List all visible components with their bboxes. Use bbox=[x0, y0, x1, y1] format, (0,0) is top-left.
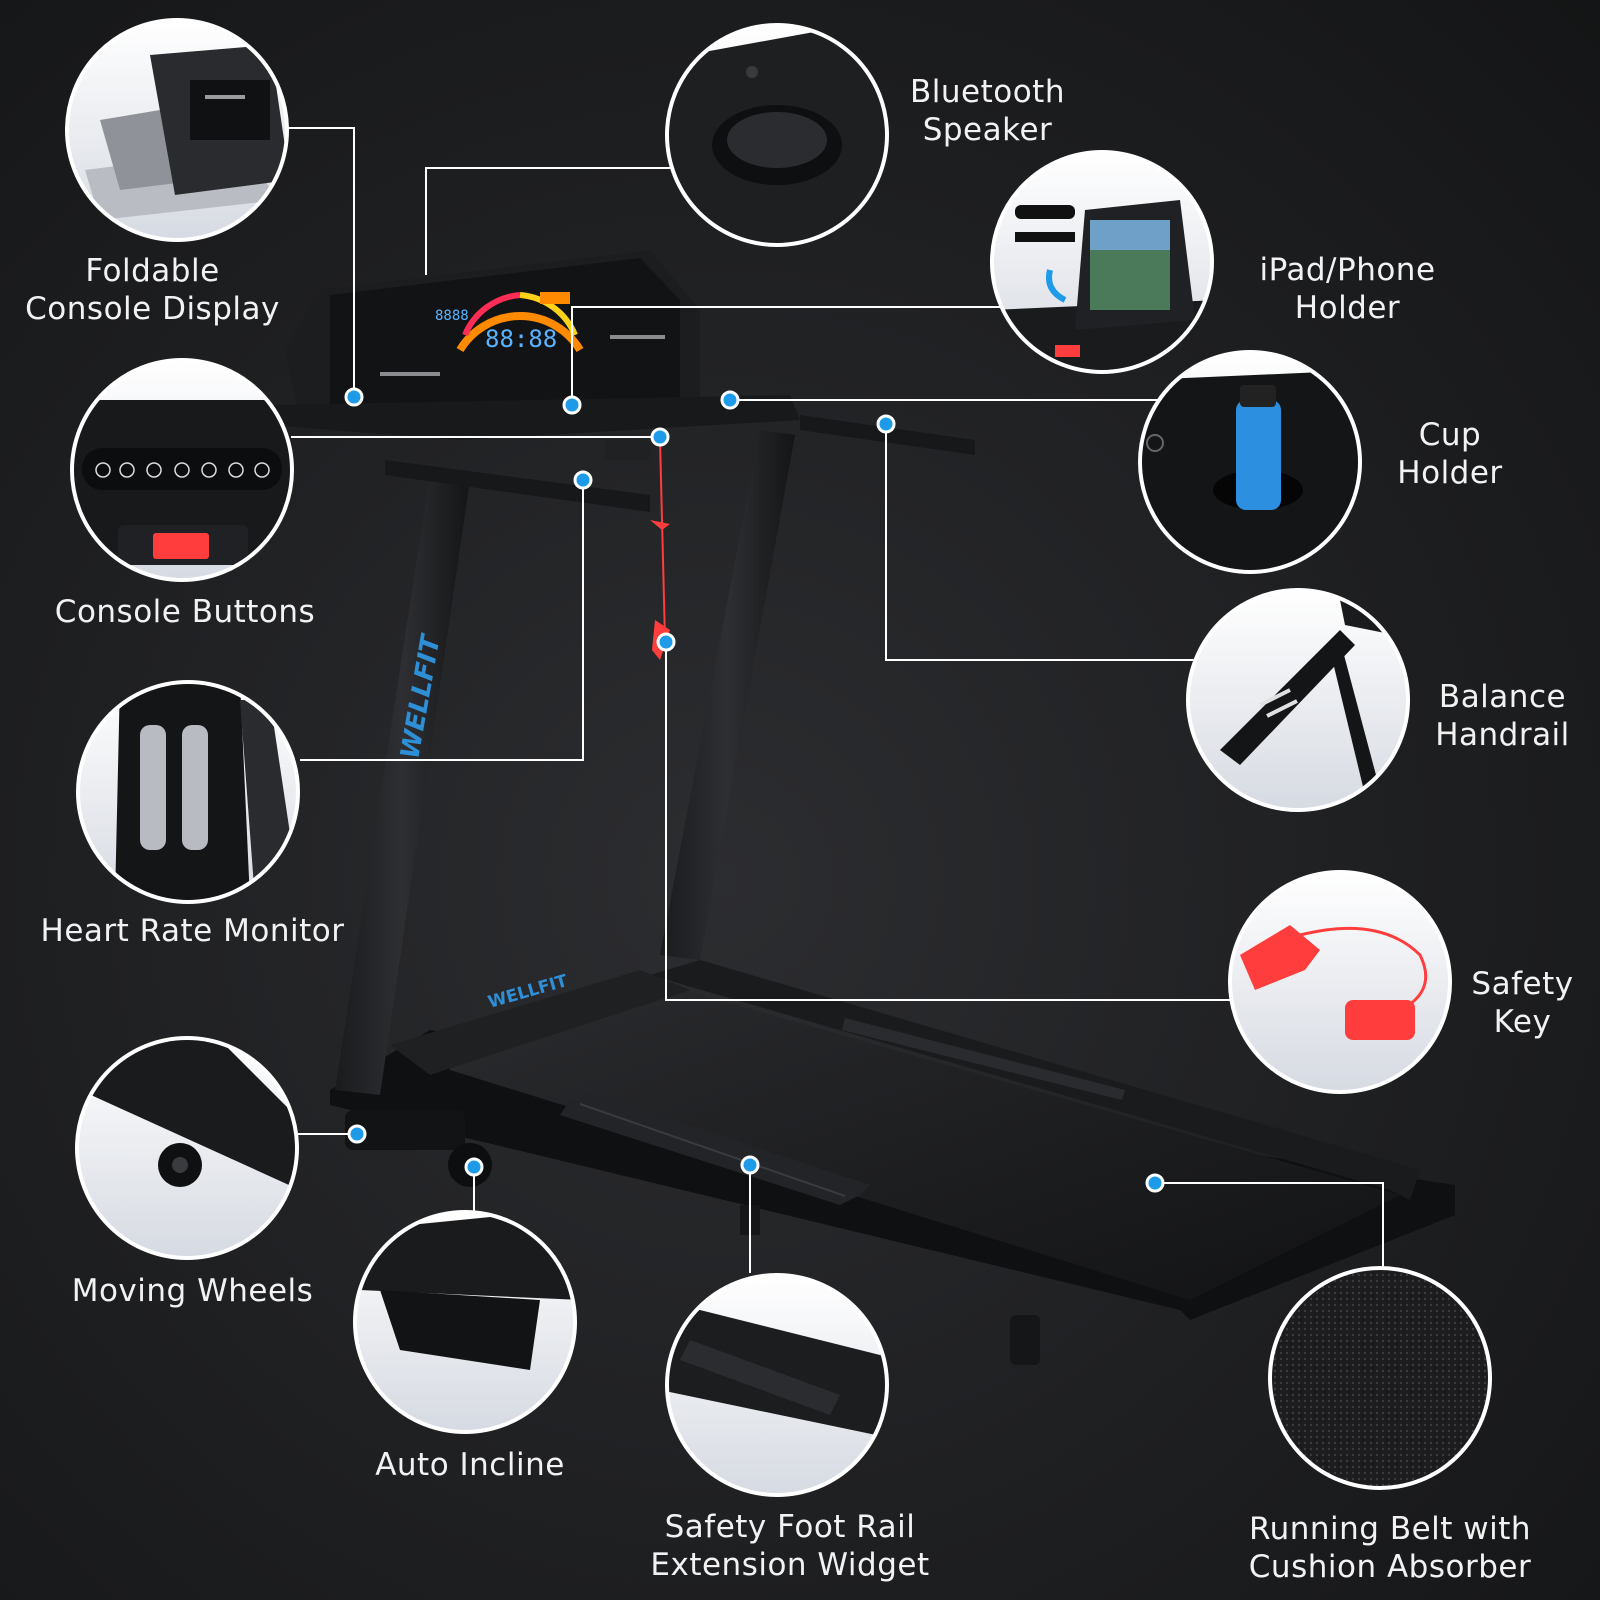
label-line: Safety Foot Rail bbox=[664, 1509, 916, 1545]
label-line: Holder bbox=[1294, 290, 1401, 326]
label-line: Cushion Absorber bbox=[1248, 1549, 1532, 1585]
detail-heart-rate-monitor bbox=[76, 680, 300, 904]
water-bottle bbox=[1236, 400, 1281, 510]
treadmill-body: WELLFIT bbox=[330, 960, 1455, 1365]
label-line: Holder bbox=[1397, 455, 1503, 491]
connector-lines bbox=[287, 127, 1384, 1273]
label-moving-wheels: Moving Wheels bbox=[40, 1272, 345, 1310]
detail-moving-wheels bbox=[75, 1036, 299, 1260]
detail-running-belt bbox=[1268, 1266, 1492, 1490]
dot-console-buttons bbox=[650, 427, 670, 447]
label-line: Speaker bbox=[922, 112, 1053, 148]
dot-balance-handrail bbox=[876, 414, 896, 434]
label-line: Safety bbox=[1471, 966, 1574, 1002]
detail-cup-holder bbox=[1138, 350, 1362, 574]
label-line: Extension Widget bbox=[650, 1547, 930, 1583]
dot-heart-rate bbox=[573, 470, 593, 490]
console-readout: 88:88 bbox=[485, 325, 557, 353]
detail-ipad-holder bbox=[990, 150, 1214, 374]
dot-cup-holder bbox=[720, 390, 740, 410]
motor-hood bbox=[390, 970, 690, 1075]
console: 88:88 8888 bbox=[270, 250, 800, 660]
dot-moving-wheels bbox=[347, 1124, 367, 1144]
label-line: Heart Rate Monitor bbox=[40, 913, 345, 949]
stop-button bbox=[153, 533, 209, 559]
label-line: Handrail bbox=[1435, 717, 1570, 753]
right-handrail bbox=[800, 415, 975, 455]
left-handrail bbox=[385, 460, 650, 512]
label-line: Bluetooth bbox=[910, 74, 1065, 110]
label-line: Cup bbox=[1418, 417, 1482, 453]
dot-foldable-console bbox=[344, 387, 364, 407]
connector-dots bbox=[344, 387, 1165, 1193]
right-upright bbox=[660, 430, 795, 960]
detail-safety-foot-rail bbox=[665, 1273, 889, 1497]
label-line: Balance bbox=[1438, 679, 1567, 715]
detail-safety-key bbox=[1228, 870, 1452, 1094]
detail-balance-handrail bbox=[1186, 588, 1410, 812]
dot-auto-incline bbox=[464, 1157, 484, 1177]
label-line: Console Buttons bbox=[54, 594, 316, 630]
dot-safety-key bbox=[656, 632, 676, 652]
detail-bluetooth-speaker bbox=[665, 23, 889, 247]
left-upright bbox=[335, 475, 470, 1095]
label-auto-incline: Auto Incline bbox=[350, 1446, 590, 1484]
label-heart-rate-monitor: Heart Rate Monitor bbox=[15, 912, 370, 950]
dot-foot-rail bbox=[740, 1155, 760, 1175]
detail-foldable-console bbox=[65, 18, 289, 242]
label-line: iPad/Phone bbox=[1259, 252, 1436, 288]
label-line: Key bbox=[1493, 1004, 1552, 1040]
label-console-buttons: Console Buttons bbox=[25, 593, 345, 631]
detail-auto-incline bbox=[353, 1210, 577, 1434]
label-line: Moving Wheels bbox=[71, 1273, 314, 1309]
detail-console-buttons bbox=[70, 358, 294, 582]
running-belt-surface bbox=[450, 980, 1400, 1300]
label-line: Console Display bbox=[25, 291, 280, 327]
label-line: Foldable bbox=[85, 253, 220, 289]
label-line: Auto Incline bbox=[375, 1447, 565, 1483]
dot-ipad-holder bbox=[562, 395, 582, 415]
console-small-readout: 8888 bbox=[435, 308, 469, 324]
dot-running-belt bbox=[1145, 1173, 1165, 1193]
label-line: Running Belt with bbox=[1248, 1511, 1532, 1547]
